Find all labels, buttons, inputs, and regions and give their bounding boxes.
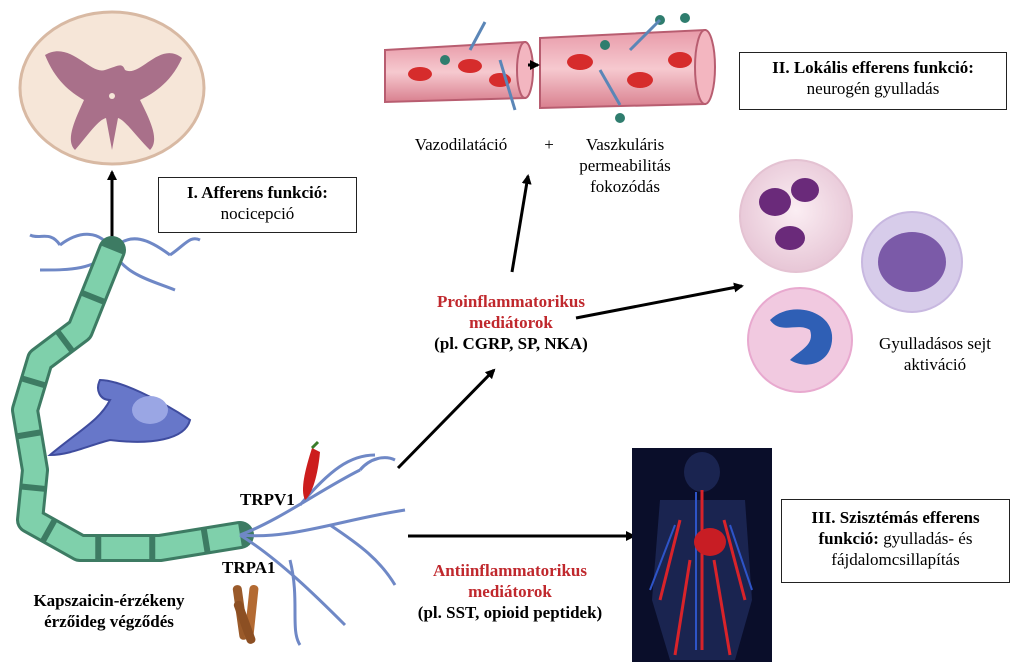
vasodilation-label: Vazodilatáció xyxy=(414,135,508,154)
plus-sign: + xyxy=(544,135,554,154)
afferent-title: I. Afferens funkció: xyxy=(187,183,328,202)
pro-line1: Proinflammatorikus xyxy=(437,292,585,311)
cells-line1: Gyulladásos sejt xyxy=(879,334,991,353)
spinal-cord-illustration xyxy=(18,10,206,166)
inflammatory-cells-illustration xyxy=(739,159,963,393)
human-circulatory-illustration xyxy=(632,448,772,662)
trpv1-label: TRPV1 xyxy=(240,490,295,509)
local-efferent-box: II. Lokális efferens funkció: neurogén g… xyxy=(739,52,1007,110)
cell-activation-label: Gyulladásos sejt aktiváció xyxy=(860,333,1010,375)
local-desc: neurogén gyulladás xyxy=(806,79,940,98)
local-title: II. Lokális efferens funkció: xyxy=(772,58,974,77)
anti-line3: (pl. SST, opioid peptidek) xyxy=(417,603,603,622)
anti-line1: Antiinflammatorikus xyxy=(433,561,587,580)
systemic-desc1: gyulladás- és xyxy=(883,529,973,548)
neuron-line2: érzőideg végződés xyxy=(44,612,174,631)
neuron-illustration xyxy=(11,232,406,646)
neuron-line1: Kapszaicin-érzékeny xyxy=(33,591,185,610)
permeability-line1: Vaszkuláris xyxy=(585,135,665,154)
permeability-line3: fokozódás xyxy=(590,177,660,196)
anti-line2: mediátorok xyxy=(468,582,552,601)
pro-arrow xyxy=(396,368,496,470)
cells-line2: aktiváció xyxy=(903,355,967,374)
afferent-desc: nocicepció xyxy=(220,204,295,223)
chili-pepper-icon xyxy=(302,440,320,500)
cinnamon-icon xyxy=(232,585,259,644)
pro-line3: (pl. CGRP, SP, NKA) xyxy=(434,334,588,353)
pro-line2: mediátorok xyxy=(469,313,553,332)
afferent-function-box: I. Afferens funkció: nocicepció xyxy=(158,177,357,233)
vessel-illustration xyxy=(384,13,716,123)
trpa1-label: TRPA1 xyxy=(222,558,276,577)
systemic-title: III. Szisztémás efferens xyxy=(811,508,980,527)
proinflammatory-label: Proinflammatorikus mediátorok (pl. CGRP,… xyxy=(386,291,636,354)
systemic-desc2: fájdalomcsillapítás xyxy=(831,550,960,569)
systemic-title2: funkció: xyxy=(818,529,879,548)
permeability-line2: permeabilitás xyxy=(579,156,671,175)
permeability-label: Vaszkuláris permeabilitás fokozódás xyxy=(555,134,695,197)
neuron-label: Kapszaicin-érzékeny érzőideg végződés xyxy=(0,590,218,632)
cells-arrow xyxy=(575,282,744,320)
systemic-efferent-box: III. Szisztémás efferens funkció: gyulla… xyxy=(781,499,1010,583)
antiinflammatory-label: Antiinflammatorikus mediátorok (pl. SST,… xyxy=(380,560,640,623)
vessel-arrow xyxy=(510,174,532,273)
